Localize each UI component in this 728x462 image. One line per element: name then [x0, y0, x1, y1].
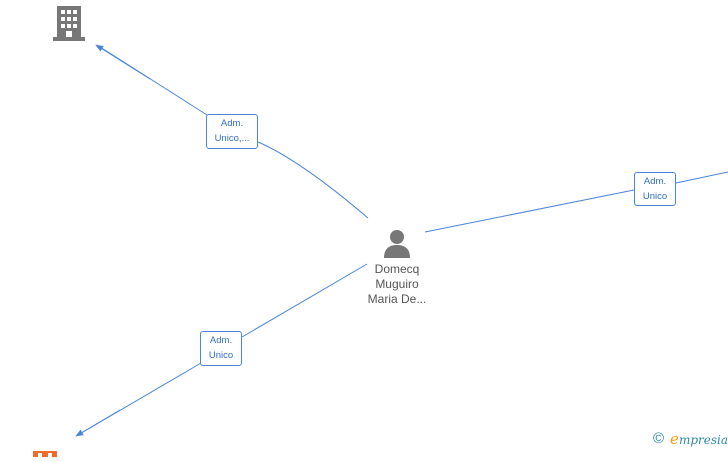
- person-name-line3: Maria De...: [367, 292, 427, 306]
- person-name-line2: Muguiro: [375, 277, 419, 291]
- brand-logo[interactable]: empresia: [670, 430, 728, 448]
- edge-label-role-detail: Unico: [642, 191, 668, 202]
- person-node[interactable]: Domecq Muguiro Maria De...: [351, 228, 443, 307]
- building-icon-highlighted: [33, 451, 57, 457]
- edge-label-role: Adm.: [643, 176, 667, 187]
- copyright-icon: ©: [652, 430, 665, 447]
- edge-arrow-bottom-left: [75, 409, 121, 437]
- edge-label-role-detail: Unico: [208, 350, 234, 361]
- edge-label-top-left[interactable]: Adm. Unico,...: [206, 114, 258, 149]
- edge-label-role: Adm.: [220, 118, 244, 129]
- edge-line-right: [424, 171, 728, 233]
- company-node-bottom-left[interactable]: [33, 444, 57, 462]
- edge-label-right[interactable]: Adm. Unico: [634, 172, 676, 206]
- company-node-top-left[interactable]: [53, 6, 85, 46]
- edge-arrow-top-left: [95, 44, 151, 80]
- edge-label-bottom-left[interactable]: Adm. Unico: [200, 331, 242, 366]
- footer-credit: © empresia: [653, 430, 728, 448]
- relationship-graph: [75, 44, 728, 437]
- person-icon: [384, 230, 410, 258]
- edge-label-role-detail: Unico,...: [214, 133, 250, 144]
- person-name-line1: Domecq: [374, 262, 420, 276]
- building-icon: [53, 6, 85, 41]
- edge-label-role: Adm.: [209, 335, 233, 346]
